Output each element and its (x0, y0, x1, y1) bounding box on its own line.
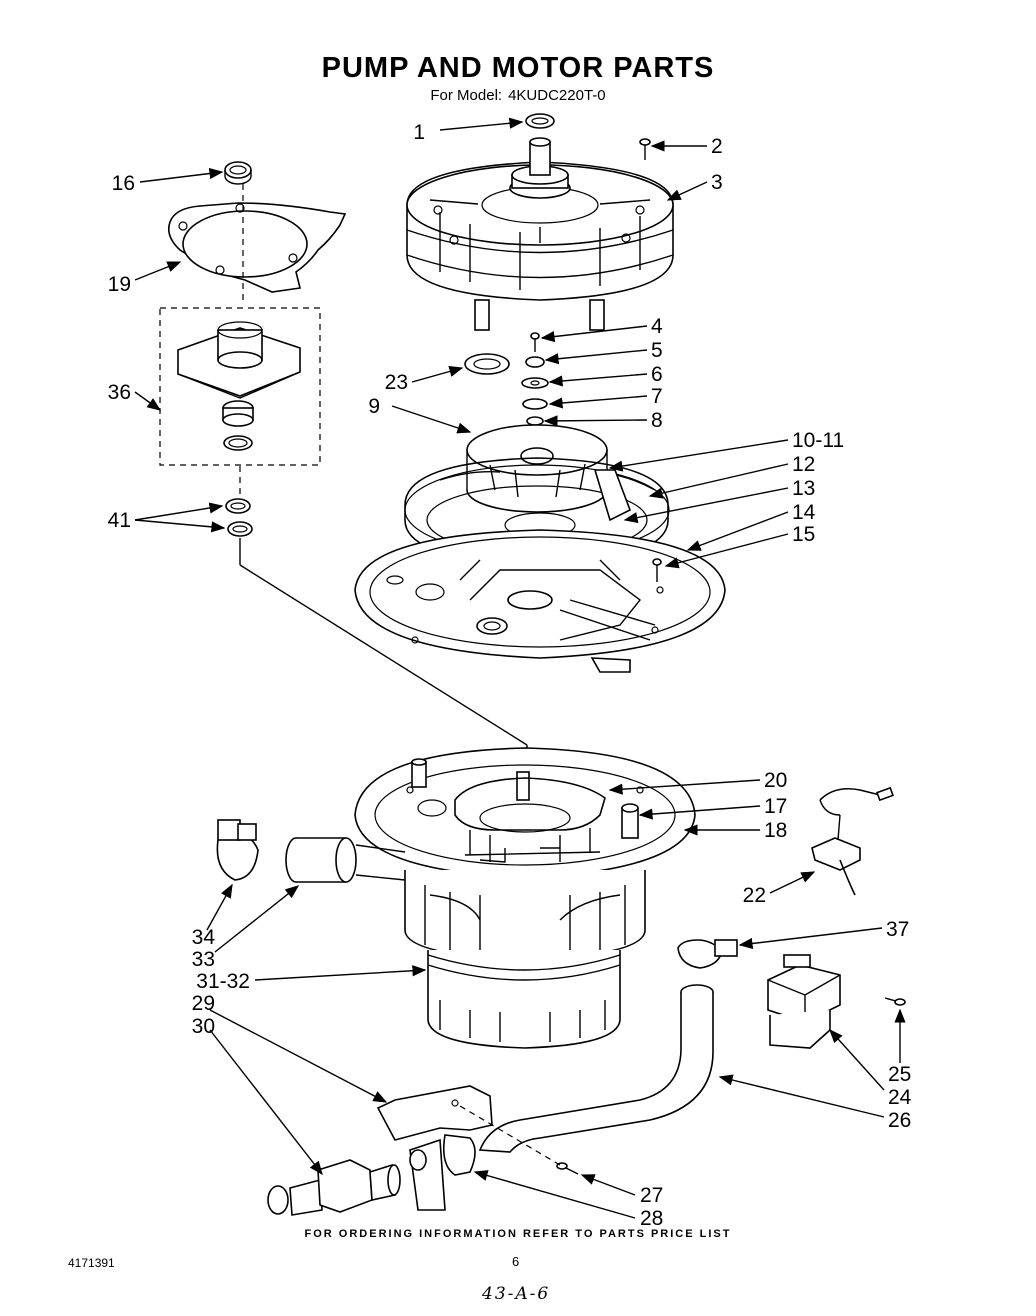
part-19-gasket (167, 202, 347, 293)
part-14-base-plate (354, 529, 726, 673)
model-subtitle: For Model: 4KUDC220T-0 (0, 87, 1036, 104)
label-6: 6 (651, 363, 663, 386)
label-20: 20 (764, 769, 787, 792)
part-9-impeller (466, 424, 608, 513)
label-33: 33 (192, 948, 215, 971)
part-28-hose-clamp (409, 1134, 476, 1211)
handwritten-reference: 43-A-6 (482, 1284, 551, 1304)
label-7: 7 (651, 385, 663, 408)
model-prefix: For Model: (430, 87, 503, 104)
label-3: 3 (711, 171, 723, 194)
part-36-assembly-box (159, 307, 321, 466)
part-33-inlet-port (285, 837, 406, 883)
part-24-timer-switch (767, 954, 841, 1049)
part-34-hose-clamp (216, 819, 259, 881)
label-27: 27 (640, 1184, 663, 1207)
part-41-rings (225, 498, 253, 537)
label-12: 12 (792, 453, 815, 476)
label-36: 36 (108, 381, 131, 404)
part-1-seal (525, 113, 555, 129)
label-2: 2 (711, 135, 723, 158)
part-23-seal (464, 353, 510, 375)
model-number: 4KUDC220T-0 (508, 87, 606, 104)
part-2-screw (639, 138, 651, 160)
part-6-washer (521, 377, 549, 389)
part-26-drain-hose (478, 984, 714, 1153)
label-18: 18 (764, 819, 787, 842)
label-1: 1 (413, 121, 425, 144)
part-37-hose-clamp (677, 939, 738, 969)
label-37: 37 (886, 918, 909, 941)
label-30: 30 (192, 1015, 215, 1038)
part-18-motor-mount-ring (354, 747, 696, 879)
leader-lines (134, 117, 906, 1219)
label-19: 19 (108, 273, 131, 296)
label-9: 9 (368, 395, 380, 418)
callout-labels: 1 2 3 4 5 6 7 8 9 10-11 12 13 14 15 16 1… (108, 121, 912, 1230)
part-22-sensor (811, 786, 894, 896)
part-16-seal (224, 161, 252, 185)
part-5-clip (525, 356, 545, 368)
label-13: 13 (792, 477, 815, 500)
part-20-bracket (454, 777, 606, 863)
label-17: 17 (764, 795, 787, 818)
label-26: 26 (888, 1109, 911, 1132)
part-27-screw (556, 1162, 579, 1175)
label-31-32: 31-32 (196, 970, 250, 993)
part-25-screw (884, 997, 906, 1006)
label-34: 34 (192, 926, 216, 949)
part-29-bracket (376, 1085, 493, 1141)
label-14: 14 (792, 501, 816, 524)
part-4-screw (530, 332, 540, 352)
part-31-32-motor (404, 870, 646, 1049)
page-number: 6 (512, 1254, 520, 1269)
part-7-washer (522, 398, 548, 410)
ordering-info-footer: FOR ORDERING INFORMATION REFER TO PARTS … (304, 1228, 732, 1240)
label-10-11: 10-11 (792, 429, 844, 452)
label-15: 15 (792, 523, 815, 546)
page-title: PUMP AND MOTOR PARTS (321, 52, 715, 84)
part-15-screw (652, 558, 662, 582)
label-25: 25 (888, 1063, 911, 1086)
label-5: 5 (651, 339, 663, 362)
part-30-drain-fitting (267, 1159, 401, 1216)
label-41: 41 (108, 509, 131, 532)
part-8-washer (526, 416, 544, 426)
document-number: 4171391 (68, 1256, 115, 1270)
label-8: 8 (651, 409, 663, 432)
part-3-pump-cover (406, 137, 674, 331)
label-29: 29 (192, 992, 215, 1015)
label-4: 4 (651, 315, 663, 338)
label-23: 23 (385, 371, 408, 394)
label-16: 16 (112, 172, 135, 195)
label-22: 22 (743, 884, 766, 907)
label-28: 28 (640, 1207, 663, 1230)
label-24: 24 (888, 1086, 912, 1109)
